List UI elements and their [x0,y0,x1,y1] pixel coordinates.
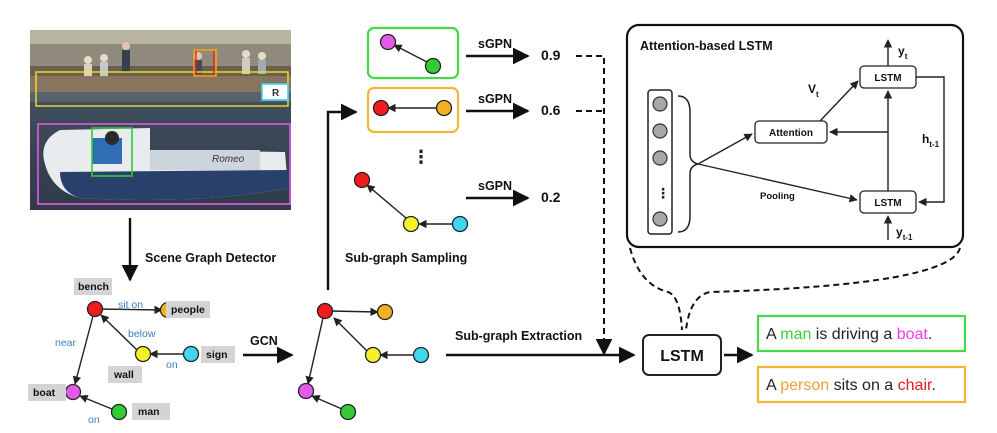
caption-2-box [756,365,967,404]
tag-boat: boat [33,387,56,399]
caption-1-text: A man is driving a boat. [766,326,932,343]
edge-label-below: below [128,328,156,340]
caption-1: A man is driving a boat. [756,314,967,353]
lstm-main-label: LSTM [660,348,704,365]
sgpn-label-3: sGPN [478,179,512,193]
scene-graph: bench people wall sign boat man sit on b… [28,278,235,426]
edge-near [72,315,94,385]
caption-1-part: . [928,326,932,343]
node-bench [86,300,104,318]
caption-2-part: person [780,377,829,394]
attention-panel-title: Attention-based LSTM [640,39,773,53]
subgraph-ellipsis: ⋮ [412,147,430,167]
detection-box-man [91,127,133,177]
selection-dash-1 [576,55,605,352]
zoom-dash-right [685,247,961,331]
edge-label-near: near [55,337,77,349]
scene-graph-detector-label: Scene Graph Detector [145,251,276,265]
caption-1-part: boat [897,326,929,343]
node-wall [134,345,152,363]
subgraph-3 [353,171,469,233]
caption-1-part: man [780,326,811,343]
subgraph-1-box [366,26,460,80]
pooling-label: Pooling [760,191,795,202]
sgpn-row-1: sGPN 0.9 [466,37,561,65]
detection-box-sign [261,83,289,101]
lstm-main-box [642,334,722,376]
lstm-bottom-label: LSTM [874,198,901,209]
tag-people: people [171,304,205,316]
edge-label-sit-on: sit on [118,299,143,311]
edge-label-on-boat: on [88,414,100,426]
attention-box [754,120,828,144]
yt1-label: yt-1 [896,225,913,242]
sgpn-row-2: sGPN 0.6 [466,92,561,120]
edge-on-boat [79,394,113,410]
node-man [110,403,128,421]
tag-bench: bench [78,281,109,293]
caption-2-text: A person sits on a chair. [766,377,936,394]
edge-sit-on [95,305,163,315]
subgraph-2 [366,86,460,134]
node-boat [64,383,82,401]
detection-box-people [193,49,217,77]
sgpn-label-1: sGPN [478,37,512,51]
subgraph-1 [366,26,460,80]
edge-below [100,314,138,351]
boat-name: Romeo [212,154,245,165]
zoom-dash-left [629,247,683,331]
ht-label: ht-1 [922,132,940,149]
sgpn-row-3: sGPN 0.2 [466,179,561,207]
attention-panel: Attention-based LSTM ⋮ Attention LSTM LS… [625,23,965,249]
tag-man: man [138,406,160,418]
caption-2-part: A [766,377,780,394]
tag-wall: wall [113,369,134,381]
edge-label-on-sign: on [166,359,178,371]
gcn-label: GCN [250,334,278,348]
sampling-arrow [326,103,358,290]
caption-1-part: is driving a [811,326,896,343]
input-photo: Romeo R [30,30,291,210]
tag-sign: sign [206,349,228,361]
gcn-graph [297,302,430,421]
svg-text:R: R [272,88,280,99]
caption-2: A person sits on a chair. [756,365,967,404]
detection-box-boat [37,123,291,205]
lstm-top-label: LSTM [874,73,901,84]
sgpn-label-2: sGPN [478,92,512,106]
attention-box-label: Attention [769,128,813,139]
caption-1-box [756,314,967,353]
caption-2-part: chair [898,377,933,394]
score-3: 0.2 [541,189,561,205]
subgraph-extraction-label: Sub-graph Extraction [455,329,582,343]
caption-2-part: . [931,377,935,394]
score-2: 0.6 [541,102,561,118]
subgraph-sampling-label: Sub-graph Sampling [345,251,467,265]
score-1: 0.9 [541,47,561,63]
caption-1-part: A [766,326,780,343]
boat-shape: Romeo [43,128,289,201]
subgraph-2-box [366,86,460,134]
node-sign [182,345,200,363]
yt-label: yt [898,44,908,61]
vt-label: Vt [808,82,819,99]
feature-ellipsis: ⋮ [656,185,670,201]
caption-2-part: sits on a [829,377,897,394]
